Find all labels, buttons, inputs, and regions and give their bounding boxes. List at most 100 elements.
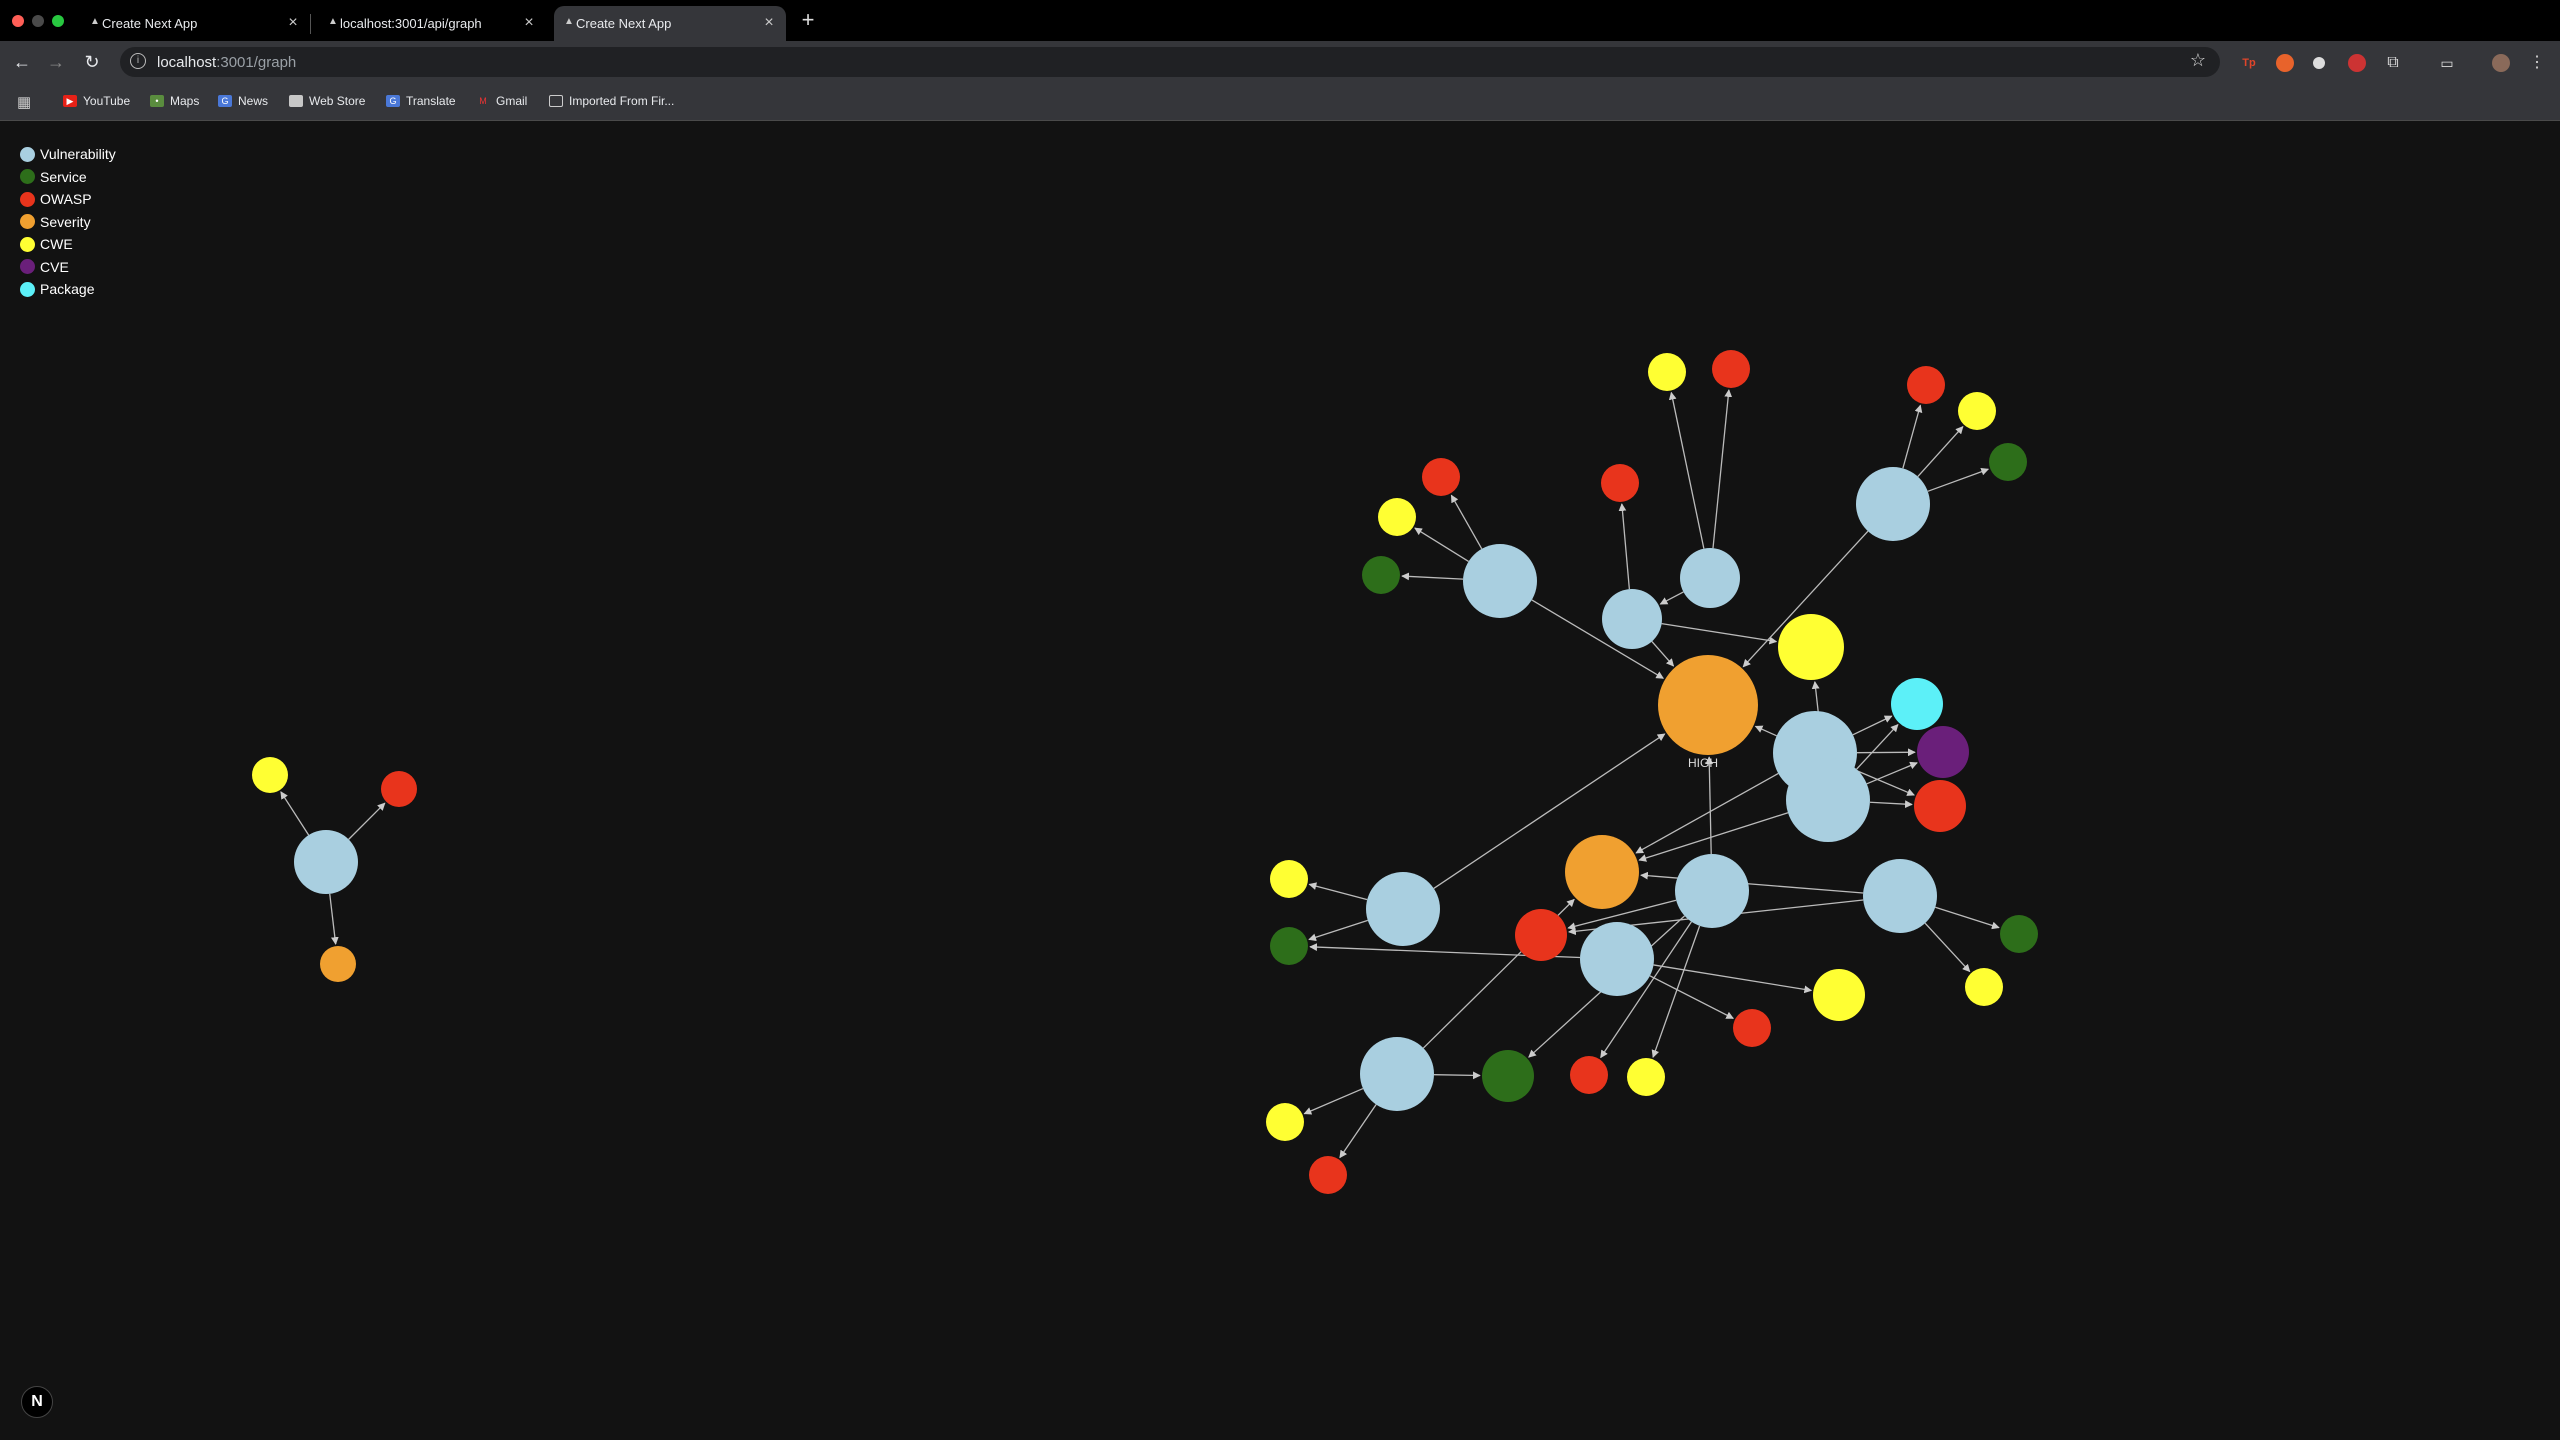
graph-node-severity[interactable]	[320, 946, 356, 982]
graph-edge	[1902, 404, 1923, 469]
graph-node-cwe[interactable]	[1627, 1058, 1665, 1096]
graph-edge	[348, 802, 386, 840]
graph-node-owasp[interactable]	[1907, 366, 1945, 404]
graph-node-service[interactable]	[1482, 1050, 1534, 1102]
graph-node-owasp[interactable]	[1515, 909, 1567, 961]
tab-search-icon[interactable]: ▭	[2440, 55, 2454, 71]
legend-item-owasp: OWASP	[20, 188, 116, 211]
apps-grid-icon[interactable]: ▦	[17, 94, 32, 111]
url-path: :3001/graph	[216, 54, 297, 71]
graph-node-service[interactable]	[1362, 556, 1400, 594]
graph-edge	[1450, 494, 1483, 550]
window-close-button[interactable]	[12, 15, 24, 27]
graph-node-vulnerability[interactable]	[1602, 589, 1662, 649]
nextjs-favicon-icon: ▲	[90, 16, 100, 27]
bookmark-folder-imported[interactable]: Imported From Fir...	[549, 94, 674, 108]
graph-node-owasp[interactable]	[381, 771, 417, 807]
graph-node-cwe[interactable]	[1270, 860, 1308, 898]
graph-node-vulnerability[interactable]	[294, 830, 358, 894]
bookmark-maps[interactable]: •Maps	[150, 94, 199, 108]
graph-node-service[interactable]	[1270, 927, 1308, 965]
graph-node-owasp[interactable]	[1570, 1056, 1608, 1094]
graph-node-package[interactable]	[1891, 678, 1943, 730]
tab-create-next-app-1[interactable]: ▲ Create Next App ×	[80, 6, 311, 41]
close-tab-icon[interactable]: ×	[524, 14, 534, 31]
bookmark-youtube[interactable]: ▶YouTube	[63, 94, 130, 108]
graph-node-service[interactable]	[1989, 443, 2027, 481]
browser-menu-icon[interactable]: ⋮	[2529, 54, 2545, 71]
legend-item-service: Service	[20, 166, 116, 189]
nextjs-favicon-icon: ▲	[328, 16, 338, 27]
address-bar[interactable]: i localhost:3001/graph ☆	[120, 47, 2220, 77]
site-info-icon[interactable]: i	[130, 53, 146, 69]
graph-node-owasp[interactable]	[1601, 464, 1639, 502]
graph-node-cwe[interactable]	[1266, 1103, 1304, 1141]
graph-node-cwe[interactable]	[1958, 392, 1996, 430]
graph-edge	[1433, 733, 1666, 889]
graph-edge	[329, 893, 339, 945]
graph-node-owasp[interactable]	[1422, 458, 1460, 496]
graph-node-vulnerability[interactable]	[1580, 922, 1654, 996]
back-button[interactable]: ←	[13, 52, 31, 72]
graph-edge	[1308, 882, 1368, 901]
window-maximize-button[interactable]	[52, 15, 64, 27]
bookmark-web-store[interactable]: Web Store	[289, 94, 365, 108]
graph-node-vulnerability[interactable]	[1856, 467, 1930, 541]
graph-edge	[1661, 622, 1778, 645]
graph-node-service[interactable]	[2000, 915, 2038, 953]
graph-node-owasp[interactable]	[1733, 1009, 1771, 1047]
graph-edge	[1866, 761, 1918, 785]
extension-tp-icon[interactable]: Tp	[2242, 57, 2256, 69]
graph-node-cve[interactable]	[1917, 726, 1969, 778]
forward-button[interactable]: →	[47, 52, 65, 72]
reload-button[interactable]: ↻	[84, 52, 100, 72]
graph-node-cwe[interactable]	[1648, 353, 1686, 391]
nextjs-dev-indicator-icon[interactable]: N	[21, 1386, 53, 1418]
graph-node-severity[interactable]	[1658, 655, 1758, 755]
legend-dot-icon	[20, 281, 35, 297]
graph-node-cwe[interactable]	[252, 757, 288, 793]
graph-node-cwe[interactable]	[1965, 968, 2003, 1006]
graph-node-vulnerability[interactable]	[1786, 758, 1870, 842]
force-graph[interactable]: HIGH	[0, 121, 2560, 1440]
extensions-puzzle-icon[interactable]: ⧉	[2387, 54, 2399, 71]
graph-legend: Vulnerability Service OWASP Severity CWE…	[20, 143, 116, 301]
graph-node-owasp[interactable]	[1914, 780, 1966, 832]
new-tab-button[interactable]: +	[801, 7, 815, 32]
tab-api-graph[interactable]: ▲ localhost:3001/api/graph ×	[318, 6, 546, 41]
close-tab-icon[interactable]: ×	[288, 14, 298, 31]
graph-node-vulnerability[interactable]	[1680, 548, 1740, 608]
graph-node-vulnerability[interactable]	[1366, 872, 1440, 946]
graph-node-cwe[interactable]	[1778, 614, 1844, 680]
web-store-icon	[289, 95, 303, 107]
graph-node-vulnerability[interactable]	[1675, 854, 1749, 928]
graph-node-cwe[interactable]	[1813, 969, 1865, 1021]
graph-node-vulnerability[interactable]	[1863, 859, 1937, 933]
graph-edge	[1308, 919, 1369, 942]
graph-node-owasp[interactable]	[1712, 350, 1750, 388]
tab-create-next-app-active[interactable]: ▲ Create Next App ×	[554, 6, 786, 41]
graph-node-cwe[interactable]	[1378, 498, 1416, 536]
profile-avatar[interactable]	[2492, 54, 2510, 72]
graph-node-vulnerability[interactable]	[1360, 1037, 1434, 1111]
legend-item-vulnerability: Vulnerability	[20, 143, 116, 166]
extension-red-icon[interactable]	[2348, 54, 2366, 72]
bookmark-star-icon[interactable]: ☆	[2189, 50, 2206, 70]
window-minimize-button[interactable]	[32, 15, 44, 27]
graph-node-severity[interactable]	[1565, 835, 1639, 909]
browser-toolbar: ← → ↻ i localhost:3001/graph ☆ Tp ⧉ ▭ ⋮	[0, 41, 2560, 83]
extension-orange-icon[interactable]	[2276, 54, 2294, 72]
extension-white-icon[interactable]	[2313, 57, 2325, 69]
close-tab-icon[interactable]: ×	[764, 14, 774, 31]
graph-edge	[1640, 871, 1864, 894]
graph-node-owasp[interactable]	[1309, 1156, 1347, 1194]
graph-node-vulnerability[interactable]	[1463, 544, 1537, 618]
graph-node-label: HIGH	[1688, 756, 1718, 770]
graph-edge	[280, 791, 310, 836]
graph-edge	[1935, 906, 2000, 930]
graph-edge	[1618, 503, 1631, 590]
browser-tab-bar: ▲ Create Next App × ▲ localhost:3001/api…	[0, 0, 2560, 41]
